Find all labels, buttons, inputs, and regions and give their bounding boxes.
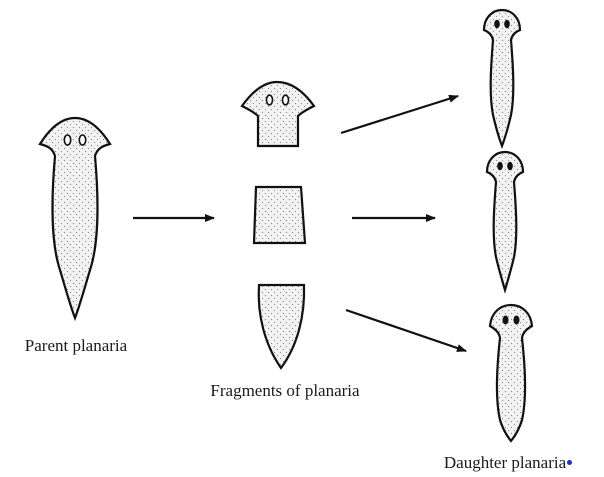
tail-fragment	[259, 285, 304, 368]
head-fragment-left-eye	[267, 95, 273, 105]
daughter-3-left-eye	[503, 316, 509, 325]
daughter-planaria-2	[487, 152, 523, 290]
daughter-2-left-eye	[497, 162, 503, 171]
daughter-1-right-eye	[504, 20, 510, 29]
head-fragment-right-eye	[283, 95, 289, 105]
middle-fragment	[254, 187, 305, 243]
parent-left-eye	[64, 135, 70, 145]
arrow-tail-fragment-to-daughter	[346, 310, 466, 351]
parent-right-eye	[79, 135, 85, 145]
daughter-planaria-label: Daughter planaria	[418, 452, 598, 474]
parent-planaria	[40, 118, 110, 318]
daughter-planaria-1-body	[484, 10, 520, 146]
daughter-1-left-eye	[494, 20, 500, 29]
daughter-planaria-label-text: Daughter planaria	[444, 453, 566, 472]
daughter-2-right-eye	[507, 162, 513, 171]
parent-planaria-body	[40, 118, 110, 318]
parent-planaria-label: Parent planaria	[0, 335, 152, 357]
head-fragment	[242, 82, 314, 146]
daughter-planaria-3	[490, 305, 532, 441]
daughter-3-right-eye	[514, 316, 520, 325]
fragments-label: Fragments of planaria	[200, 380, 370, 402]
daughter-planaria-1	[484, 10, 520, 146]
blue-dot-marker	[567, 460, 572, 465]
arrow-head-fragment-to-daughter	[341, 96, 458, 133]
daughter-planaria-3-body	[490, 305, 532, 441]
head-fragment-body	[242, 82, 314, 146]
daughter-planaria-2-body	[487, 152, 523, 290]
